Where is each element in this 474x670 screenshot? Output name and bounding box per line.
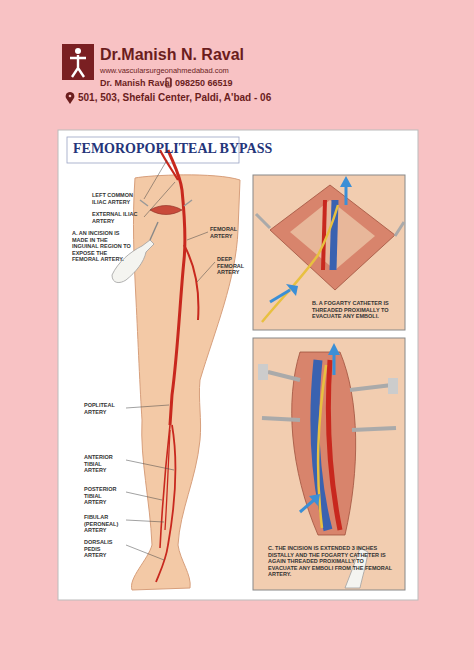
step-caption: A. AN INCISION IS MADE IN THE INGUINAL R… [72, 230, 134, 263]
part-label: DEEP FEMORAL ARTERY [217, 256, 253, 276]
part-label: ANTERIOR TIBIAL ARTERY [84, 454, 124, 474]
website: www.vascularsurgeonahmedabad.com [100, 66, 229, 75]
doctor-name: Dr.Manish N. Raval [100, 45, 244, 64]
part-label: LEFT COMMON ILIAC ARTERY [92, 192, 142, 205]
doctor-name: Dr. Manish Raval [100, 78, 172, 89]
part-label: EXTERNAL ILIAC ARTERY [92, 211, 142, 224]
part-label: POPLITEAL ARTERY [84, 402, 124, 415]
part-label: FIBULAR (PERONEAL) ARTERY [84, 514, 124, 534]
part-label: POSTERIOR TIBIAL ARTERY [84, 486, 124, 506]
diagram-title: FEMOROPOPLITEAL BYPASS [73, 141, 272, 158]
address: 501, 503, Shefali Center, Paldi, A'bad -… [78, 92, 271, 104]
step-caption: C. THE INCISION IS EXTENDED 3 INCHES DIS… [268, 545, 394, 578]
phone-number: 098250 66519 [175, 78, 233, 89]
part-label: DORSALIS PEDIS ARTERY [84, 539, 124, 559]
step-caption: B. A FOGARTY CATHETER IS THREADED PROXIM… [312, 300, 400, 320]
part-label: FEMORAL ARTERY [210, 226, 246, 239]
